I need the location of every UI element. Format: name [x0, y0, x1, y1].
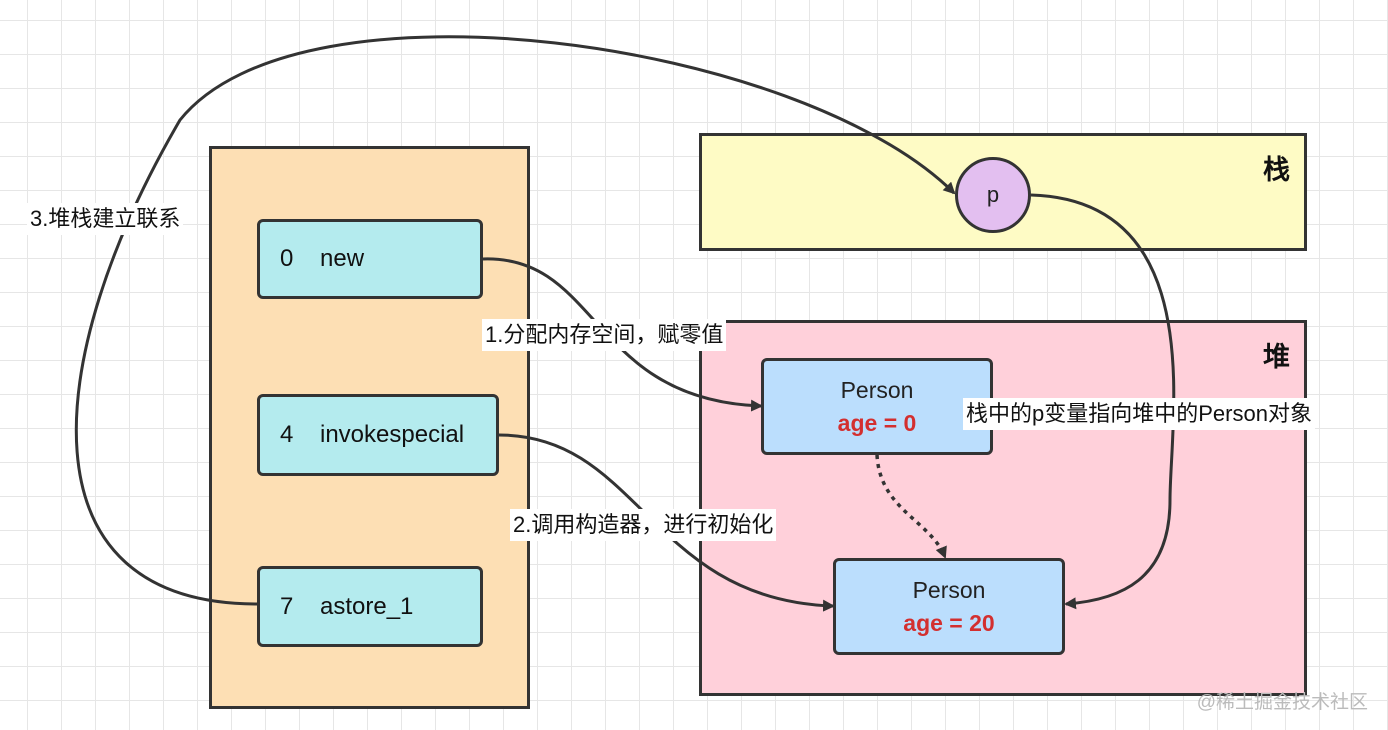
- edge-label-reference: 栈中的p变量指向堆中的Person对象: [963, 398, 1315, 430]
- heap-label: 堆: [1263, 342, 1290, 372]
- stack-label: 栈: [1263, 155, 1290, 185]
- edge-label-step1: 1.分配内存空间，赋零值: [482, 319, 727, 351]
- bytecode-new: 0 new: [257, 219, 483, 299]
- bytecode-op: invokespecial: [320, 421, 465, 448]
- person-object-initialized: Person age = 20: [833, 558, 1065, 655]
- bytecode-op: astore_1: [320, 592, 414, 620]
- object-class: Person: [840, 376, 914, 403]
- variable-name: p: [986, 182, 1000, 207]
- bytecode-invokespecial: 4 invokespecial: [257, 394, 499, 476]
- bytecode-op: new: [320, 245, 365, 272]
- edge-step3: [74, 35, 956, 606]
- person-object-initial: Person age = 0: [761, 358, 993, 455]
- bytecode-index: 4: [280, 421, 294, 448]
- object-class: Person: [912, 576, 986, 603]
- bytecode-index: 7: [280, 592, 294, 620]
- edge-label-step3: 3.堆栈建立联系: [27, 203, 184, 235]
- object-field: age = 0: [837, 409, 917, 436]
- watermark: @稀土掘金技术社区: [1196, 692, 1368, 713]
- variable-p-node: p: [955, 157, 1031, 233]
- edge-reference: [1030, 193, 1176, 610]
- bytecode-astore: 7 astore_1: [257, 566, 483, 647]
- bytecode-index: 0: [280, 245, 294, 272]
- object-field: age = 20: [903, 609, 995, 636]
- edge-label-step2: 2.调用构造器，进行初始化: [510, 509, 777, 541]
- edge-init-dotted: [875, 454, 947, 559]
